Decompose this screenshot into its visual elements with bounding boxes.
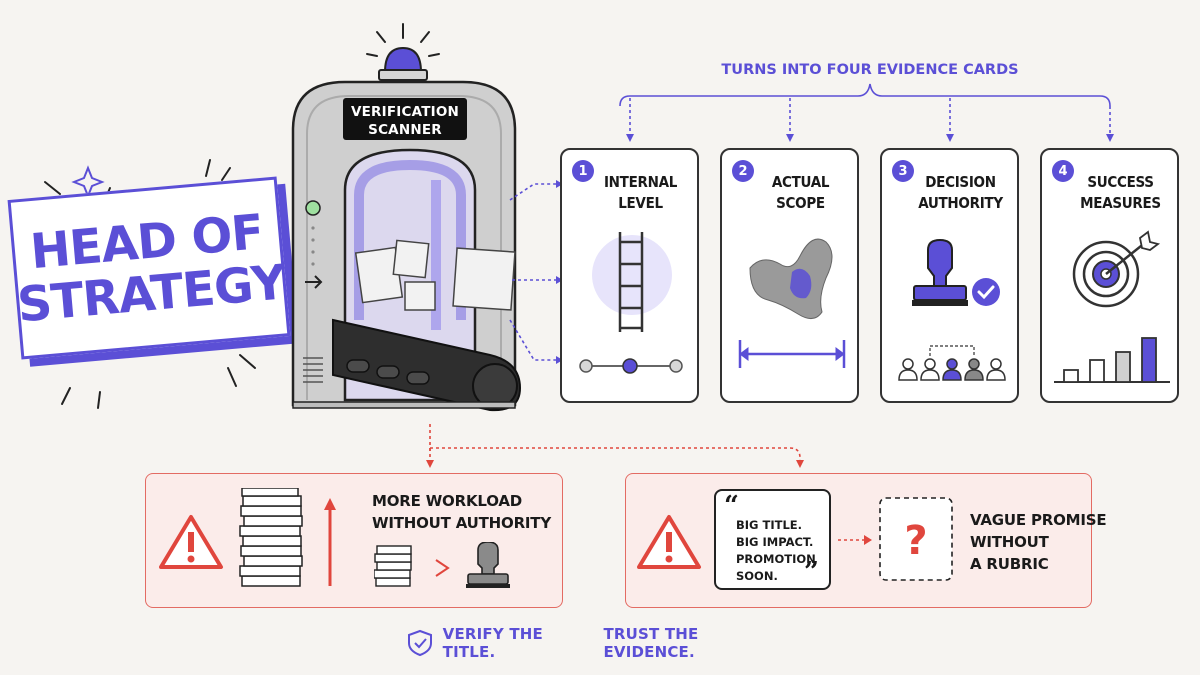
quote-line3: PROMOTION: [736, 552, 816, 566]
dashed-arrow: [838, 535, 872, 545]
target-icon: [1054, 230, 1170, 383]
footer-part1: VERIFY THE TITLE.: [442, 625, 543, 661]
job-title-text: HEAD OF STRATEGY: [15, 204, 288, 334]
quote-line4: SOON.: [736, 569, 778, 583]
greater-than-icon: [435, 559, 450, 577]
scope-map-icon: [738, 238, 846, 368]
small-stack-icon: [374, 545, 412, 587]
quote-line2: BIG IMPACT.: [736, 535, 814, 549]
close-quote-icon: ”: [804, 557, 819, 587]
warning-line1: MORE WORKLOAD: [372, 492, 523, 510]
paper-stack-icon: [239, 488, 336, 587]
svg-text:?: ?: [904, 518, 927, 564]
promise-quote-text: BIG TITLE. BIG IMPACT. PROMOTION SOON.: [736, 517, 816, 585]
verification-scanner: [291, 23, 522, 412]
footer-tagline: VERIFY THE TITLE. TRUST THE EVIDENCE.: [406, 625, 786, 661]
evidence-card-success-measures: 4 SUCCESS MEASURES: [1040, 148, 1179, 403]
warning-vague-text: VAGUE PROMISE WITHOUT A RUBRIC: [970, 509, 1107, 575]
warning-icon: [637, 515, 701, 569]
scanner-sign-line1: VERIFICATION: [350, 104, 460, 120]
card-number: 1: [572, 160, 594, 182]
card-number: 2: [732, 160, 754, 182]
question-mark-icon: ?: [879, 497, 953, 581]
warning-connectors: [426, 424, 804, 468]
card-title: SUCCESS MEASURES: [1080, 173, 1161, 212]
stamp-icon: [912, 238, 1000, 306]
evidence-bracket: [619, 83, 1114, 142]
evidence-card-actual-scope: 2 ACTUAL SCOPE: [720, 148, 859, 403]
grey-stamp-icon: [466, 542, 510, 588]
warning-workload: MORE WORKLOAD WITHOUT AUTHORITY: [145, 473, 563, 608]
scanner-to-card-arrows: [509, 180, 563, 364]
open-quote-icon: “: [724, 491, 739, 521]
shield-check-icon: [408, 629, 432, 657]
warning-icon: [159, 515, 223, 569]
card-number: 4: [1052, 160, 1074, 182]
card-title: ACTUAL SCOPE: [771, 173, 830, 212]
warning-line1: VAGUE PROMISE: [970, 511, 1107, 529]
scanner-sign-line2: SCANNER: [368, 122, 442, 138]
warning-line2: WITHOUT AUTHORITY: [372, 514, 551, 532]
promise-quote-card: “ BIG TITLE. BIG IMPACT. PROMOTION SOON.…: [714, 489, 831, 590]
card-title: DECISION AUTHORITY: [918, 173, 1003, 212]
evidence-card-internal-level: 1 INTERNAL LEVEL: [560, 148, 699, 403]
team-people-icon: [898, 345, 1006, 381]
workload-greater-than-authority: [374, 542, 510, 588]
warning-line3: A RUBRIC: [970, 555, 1049, 573]
job-title-banner: HEAD OF STRATEGY: [7, 176, 291, 360]
evidence-cards-label: TURNS INTO FOUR EVIDENCE CARDS: [721, 62, 1019, 78]
evidence-card-decision-authority: 3 DECISION AUTHORITY: [880, 148, 1019, 403]
scanner-sign: VERIFICATION SCANNER: [343, 103, 467, 139]
bar-growth-icon: [1063, 337, 1157, 383]
card-number: 3: [892, 160, 914, 182]
ladder-icon: [579, 232, 683, 374]
footer-part2: TRUST THE EVIDENCE.: [603, 625, 699, 661]
siren-light-icon: [383, 46, 423, 73]
warning-workload-text: MORE WORKLOAD WITHOUT AUTHORITY: [372, 490, 551, 534]
card-title: INTERNAL LEVEL: [603, 173, 678, 212]
quote-line1: BIG TITLE.: [736, 518, 803, 532]
warning-line2: WITHOUT: [970, 533, 1049, 551]
